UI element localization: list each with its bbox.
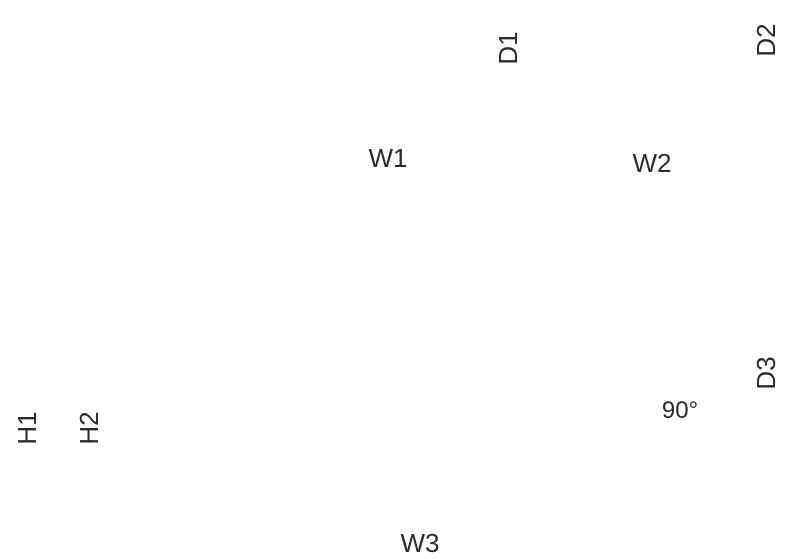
label-h1: H1: [12, 411, 42, 445]
label-d3: D3: [751, 356, 781, 390]
angle-label: 90°: [661, 397, 699, 424]
label-d2: D2: [751, 23, 781, 57]
label-w2: W2: [632, 148, 672, 178]
label-w3: W3: [400, 528, 440, 558]
label-d1: D1: [493, 31, 523, 65]
label-h2: H2: [74, 411, 104, 445]
label-w1: W1: [368, 143, 408, 173]
